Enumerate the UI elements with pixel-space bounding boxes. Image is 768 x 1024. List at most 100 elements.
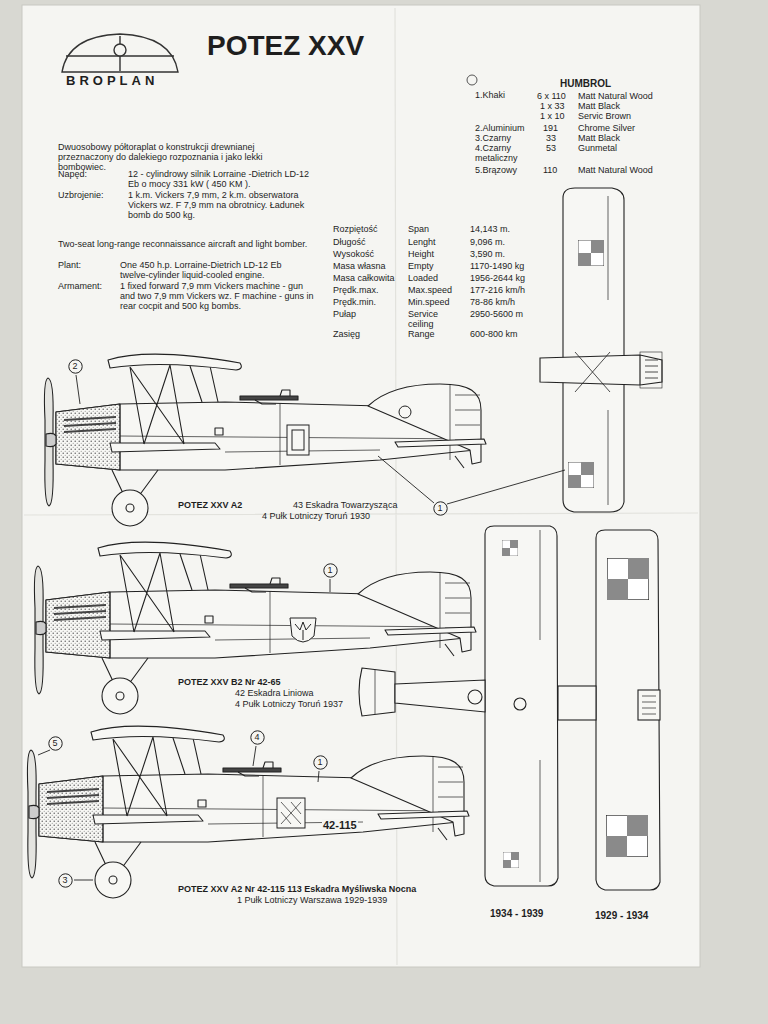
callout-number: 4 bbox=[250, 730, 265, 745]
callout-circle: 1 bbox=[433, 501, 448, 516]
spec-cell: Długość bbox=[333, 237, 366, 247]
description-text: One 450 h.p. Lorraine-Dietrich LD-12 Eb … bbox=[120, 260, 310, 280]
callout-circle: 3 bbox=[58, 873, 73, 888]
callout-circle-shape bbox=[68, 359, 81, 372]
spec-cell: 9,096 m. bbox=[470, 237, 505, 247]
aircraft-caption: 4 Pułk Lotniczy Toruń 1937 bbox=[235, 699, 343, 709]
callout-circle-shape bbox=[250, 730, 263, 743]
top-view bbox=[540, 188, 662, 512]
spec-cell: Masa własna bbox=[333, 261, 386, 271]
paint-name: 2.Aluminium bbox=[475, 123, 525, 133]
description-text: Two-seat long-range reconnaissance aircr… bbox=[58, 239, 308, 249]
checkerboard bbox=[607, 558, 649, 600]
checkerboard bbox=[502, 540, 518, 556]
callout-circle: 1 bbox=[323, 563, 338, 578]
spec-cell: Prędk.max. bbox=[333, 285, 379, 295]
checkerboard bbox=[606, 815, 648, 857]
paint-name: 5.Brązowy bbox=[475, 165, 517, 175]
checkerboard bbox=[503, 852, 519, 868]
paint-number: 6 x 110 bbox=[537, 91, 566, 101]
description-text: Dwuosobowy półtoraplat o konstrukcji dre… bbox=[58, 142, 308, 172]
spec-cell: 1170-1490 kg bbox=[470, 261, 524, 271]
description-text: 1 k.m. Vickers 7,9 mm, 2 k.m. obserwator… bbox=[128, 190, 318, 220]
paper-sheet bbox=[22, 5, 700, 967]
spec-cell: Masa całkowita bbox=[333, 273, 395, 283]
side-view-a2-1930 bbox=[44, 354, 486, 526]
aircraft-caption: 4 Pułk Lotniczy Toruń 1930 bbox=[262, 511, 370, 521]
callout-circle-shape bbox=[48, 736, 61, 749]
spec-cell: Zasięg bbox=[333, 329, 360, 339]
paint-number: 53 bbox=[546, 143, 556, 153]
paint-number: 33 bbox=[546, 133, 556, 143]
checkerboard bbox=[578, 240, 604, 266]
spec-cell: Pułap bbox=[333, 309, 356, 319]
description-text: 12 - cylindrowy silnik Lorraine -Dietric… bbox=[128, 169, 313, 189]
callout-circle-shape bbox=[433, 501, 446, 514]
spec-cell: Span bbox=[408, 224, 429, 234]
spec-heading: Napęd: bbox=[58, 169, 87, 179]
period-label: 1929 - 1934 bbox=[595, 910, 648, 921]
paint-name: 4.Czarny metaliczny bbox=[475, 143, 531, 163]
brand-name: BROPLAN bbox=[66, 74, 158, 89]
spec-cell: Range bbox=[408, 329, 435, 339]
paint-color: Matt Black bbox=[578, 133, 620, 143]
paint-name: 3.Czarny bbox=[475, 133, 511, 143]
paint-color: Gunmetal bbox=[578, 143, 617, 153]
aircraft-caption: 43 Eskadra Towarzysząca bbox=[293, 500, 397, 510]
serial-marking: 42-115 bbox=[322, 819, 358, 831]
callout-circle: 4 bbox=[250, 730, 265, 745]
callout-number: 1 bbox=[323, 563, 338, 578]
punch-hole bbox=[467, 75, 477, 85]
callout-circle-shape bbox=[58, 873, 71, 886]
spec-cell: Service ceiling bbox=[408, 309, 460, 329]
spec-cell: 600-800 km bbox=[470, 329, 518, 339]
paper-fold bbox=[24, 8, 698, 965]
description-text: 1 fixed forward 7,9 mm Vickers machine -… bbox=[120, 281, 315, 311]
callout-number: 2 bbox=[68, 359, 83, 374]
spec-cell: 3,590 m. bbox=[470, 249, 505, 259]
callout-number: 1 bbox=[433, 501, 448, 516]
spec-cell: Wysokość bbox=[333, 249, 374, 259]
spec-cell: Empty bbox=[408, 261, 434, 271]
aircraft-caption: POTEZ XXV A2 Nr 42-115 113 Eskadra Myśli… bbox=[178, 884, 416, 894]
callout-number: 5 bbox=[48, 736, 63, 751]
paint-color: Matt Black bbox=[578, 101, 620, 111]
spec-cell: Min.speed bbox=[408, 297, 450, 307]
paint-color: Chrome Silver bbox=[578, 123, 635, 133]
spec-heading: Plant: bbox=[58, 260, 81, 270]
markings bbox=[277, 406, 411, 828]
spec-cell: 14,143 m. bbox=[470, 224, 510, 234]
broplan-logo bbox=[62, 34, 178, 72]
paint-color: Servic Brown bbox=[578, 111, 631, 121]
callout-number: 1 bbox=[313, 755, 328, 770]
paint-brand: HUMBROL bbox=[560, 78, 611, 89]
paint-number: 1 x 33 bbox=[540, 101, 565, 111]
spec-cell: Lenght bbox=[408, 237, 436, 247]
callout-circle: 2 bbox=[68, 359, 83, 374]
spec-cell: 2950-5600 m bbox=[470, 309, 523, 319]
spec-cell: Prędk.min. bbox=[333, 297, 376, 307]
callout-circle-shape bbox=[323, 563, 336, 576]
spec-cell: Max.speed bbox=[408, 285, 452, 295]
paint-number: 191 bbox=[543, 123, 558, 133]
spec-heading: Armament: bbox=[58, 281, 102, 291]
spec-cell: 1956-2644 kg bbox=[470, 273, 525, 283]
callout-circle: 5 bbox=[48, 736, 63, 751]
aircraft-caption: 42 Eskadra Liniowa bbox=[235, 688, 314, 698]
checkerboard bbox=[568, 462, 594, 488]
spec-cell: 177-216 km/h bbox=[470, 285, 525, 295]
spec-cell: Height bbox=[408, 249, 434, 259]
callout-circle-shape bbox=[313, 755, 326, 768]
callout-circle: 1 bbox=[313, 755, 328, 770]
spec-cell: 78-86 km/h bbox=[470, 297, 515, 307]
side-view-a2-1929 bbox=[27, 726, 469, 898]
spec-cell: Rozpiętość bbox=[333, 224, 378, 234]
spec-cell: Loaded bbox=[408, 273, 438, 283]
sheet-title: POTEZ XXV bbox=[207, 30, 364, 61]
aircraft-caption: 1 Pułk Lotniczy Warszawa 1929-1939 bbox=[237, 895, 387, 905]
paint-color: Matt Natural Wood bbox=[578, 165, 653, 175]
aircraft-caption: POTEZ XXV B2 Nr 42-65 bbox=[178, 677, 281, 687]
paint-number: 1 x 10 bbox=[540, 111, 565, 121]
paint-color: Matt Natural Wood bbox=[578, 91, 653, 101]
spec-heading: Uzbrojenie: bbox=[58, 190, 104, 200]
